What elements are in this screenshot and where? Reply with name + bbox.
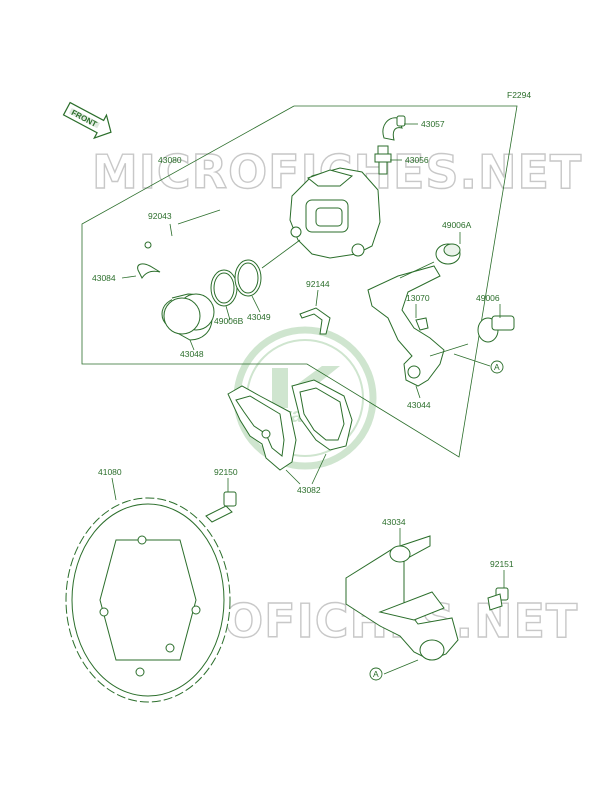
part-label-41080: 41080 — [98, 467, 122, 477]
part-label-43082: 43082 — [297, 485, 321, 495]
disc-bolt — [205, 491, 237, 523]
front-arrow-icon: FRONT — [62, 101, 112, 140]
bleeder-valve — [374, 145, 392, 175]
bracket-bolt — [487, 587, 509, 611]
part-label-92043: 92043 — [148, 211, 172, 221]
part-label-43044: 43044 — [407, 400, 431, 410]
anti-rattle-spring — [415, 317, 429, 331]
part-label-49006b: 49006B — [214, 316, 244, 326]
part-label-92144: 92144 — [306, 279, 330, 289]
part-label-13070: 13070 — [406, 293, 430, 303]
svg-text:A: A — [373, 669, 379, 679]
part-label-43080: 43080 — [158, 155, 182, 165]
caliper-bracket — [367, 261, 469, 387]
piston-seal-outer-inner — [213, 272, 235, 304]
bleeder-cap — [382, 115, 406, 141]
reference-marker-a-upper: A — [490, 360, 504, 374]
mounting-bracket — [345, 535, 459, 661]
svg-text:A: A — [494, 362, 500, 372]
part-label-92150: 92150 — [214, 467, 238, 477]
caliper-pin — [144, 229, 179, 249]
part-label-43034: 43034 — [382, 517, 406, 527]
caliper-body — [289, 167, 381, 259]
part-label-43057: 43057 — [421, 119, 445, 129]
piston-seal-inner — [237, 262, 259, 294]
boot-lower — [477, 315, 515, 343]
part-label-49006: 49006 — [476, 293, 500, 303]
piston — [161, 293, 215, 341]
retaining-clip — [137, 263, 161, 279]
assembly-frame — [81, 105, 518, 458]
part-label-43048: 43048 — [180, 349, 204, 359]
part-label-43056: 43056 — [405, 155, 429, 165]
reference-marker-a-lower: A — [369, 667, 383, 681]
brake-pads — [227, 379, 353, 471]
part-label-43084: 43084 — [92, 273, 116, 283]
figure-code: F2294 — [507, 90, 531, 100]
pad-spring — [299, 307, 331, 335]
brake-disc — [65, 497, 231, 703]
part-label-92151: 92151 — [490, 559, 514, 569]
boot-upper — [435, 243, 461, 265]
part-label-49006a: 49006A — [442, 220, 472, 230]
part-label-43049: 43049 — [247, 312, 271, 322]
